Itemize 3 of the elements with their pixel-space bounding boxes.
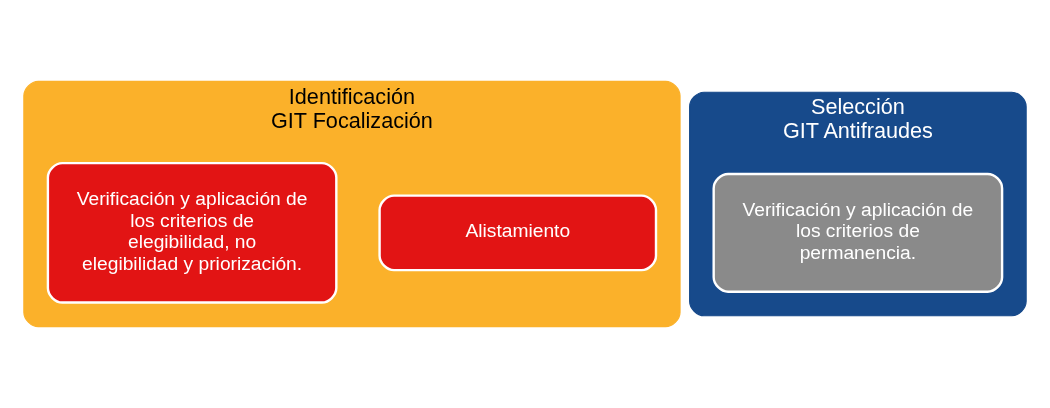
node-box: Alistamiento	[378, 194, 658, 272]
node-box: Verificación y aplicación de los criterios de elegibilidad, no elegibilidad y priorización.	[46, 161, 338, 304]
node-box: Verificación y aplicación de los criterios de permanencia.	[712, 172, 1004, 293]
